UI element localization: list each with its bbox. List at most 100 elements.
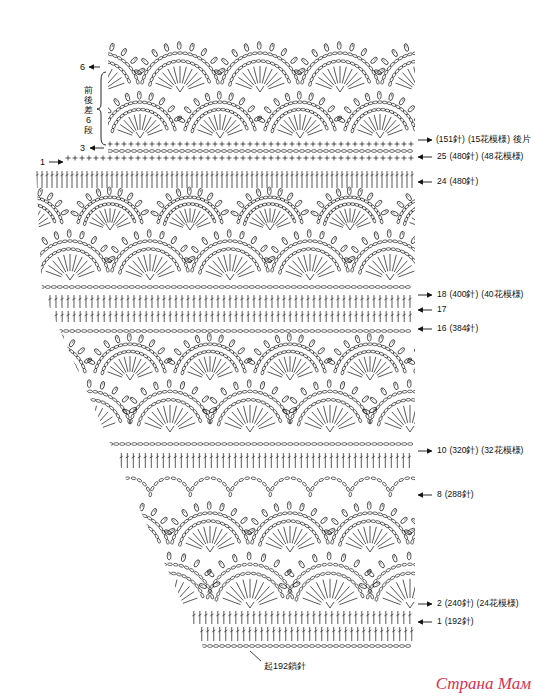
chain-stitch xyxy=(162,563,167,566)
chain-stitch xyxy=(246,443,251,446)
chain-stitch xyxy=(108,443,113,446)
double-crochet xyxy=(230,311,231,322)
chain-stitch xyxy=(217,421,221,426)
double-crochet xyxy=(290,311,291,322)
bobble-stitch xyxy=(218,560,226,569)
v-stitch xyxy=(406,426,414,432)
chain-stitch xyxy=(385,578,390,583)
double-crochet xyxy=(323,580,328,599)
chain-stitch xyxy=(413,390,418,393)
chain-stitch xyxy=(150,443,155,446)
bobble-stitch xyxy=(458,334,464,343)
double-crochet xyxy=(180,598,198,605)
bobble-stitch xyxy=(265,342,267,344)
bobble-stitch xyxy=(341,509,349,518)
chain-stitch xyxy=(145,578,150,583)
chain-stitch xyxy=(208,330,213,333)
bobble-stitch xyxy=(115,505,117,508)
bobble-stitch xyxy=(286,570,295,578)
chain-stitch xyxy=(426,577,431,582)
bobble-stitch xyxy=(237,347,245,355)
chain-stitch xyxy=(96,399,101,403)
double-crochet xyxy=(156,298,159,300)
bobble-stitch xyxy=(244,518,246,520)
double-crochet xyxy=(210,456,213,458)
double-crochet xyxy=(260,598,278,605)
bobble-stitch xyxy=(7,358,16,365)
chain-stitch xyxy=(173,390,178,393)
double-crochet xyxy=(430,367,443,376)
double-crochet xyxy=(376,362,387,374)
double-crochet xyxy=(224,630,227,632)
double-crochet xyxy=(296,630,299,632)
chain-stitch xyxy=(348,443,353,446)
chain-stitch xyxy=(429,568,434,573)
bobble-stitch xyxy=(422,382,424,385)
chain-stitch xyxy=(426,358,431,363)
v-stitch xyxy=(286,546,294,552)
double-crochet xyxy=(314,311,315,322)
bobble-stitch xyxy=(271,386,278,395)
double-crochet xyxy=(218,311,219,322)
chain-stitch xyxy=(438,588,443,593)
chain-stitch xyxy=(452,343,457,346)
chain-stitch xyxy=(473,352,478,357)
chain-stitch xyxy=(333,645,338,648)
double-crochet xyxy=(334,408,342,424)
chain-stitch xyxy=(352,514,357,518)
bobble-stitch xyxy=(91,517,100,525)
double-crochet xyxy=(133,453,134,468)
chain-stitch xyxy=(67,404,72,409)
chain-stitch xyxy=(174,443,179,446)
double-crochet xyxy=(204,614,207,616)
double-crochet xyxy=(246,614,249,616)
bobble-stitch xyxy=(436,336,438,339)
double-crochet xyxy=(156,456,159,458)
chain-stitch xyxy=(166,398,171,401)
v-stitch xyxy=(286,374,294,380)
bobble-stitch xyxy=(47,333,51,341)
bobble-stitch xyxy=(367,501,371,509)
chain-stitch xyxy=(240,443,245,446)
bobble-stitch xyxy=(397,347,405,355)
chain-stitch xyxy=(368,589,372,594)
chain-stitch xyxy=(178,541,182,546)
chain-stitch xyxy=(260,400,265,404)
v-stitch xyxy=(446,374,454,380)
double-crochet xyxy=(164,406,168,423)
chain-stitch xyxy=(136,574,141,579)
chain-stitch xyxy=(253,563,258,566)
double-crochet xyxy=(327,627,328,641)
chain-stitch xyxy=(363,343,368,346)
double-crochet xyxy=(236,630,239,632)
double-crochet xyxy=(402,456,405,458)
chain-stitch xyxy=(336,443,341,446)
bobble-stitch xyxy=(357,561,359,564)
chain-stitch xyxy=(405,645,410,648)
chain-stitch xyxy=(210,350,215,353)
chain-stitch xyxy=(357,645,362,648)
chain-stitch xyxy=(250,539,254,544)
chain-stitch xyxy=(229,492,232,497)
bobble-stitch xyxy=(371,398,373,400)
chain-stitch xyxy=(130,414,134,419)
chain-stitch xyxy=(366,443,371,446)
bobble-stitch xyxy=(140,387,148,396)
chain-stitch xyxy=(263,392,268,396)
chain-stitch xyxy=(382,514,387,518)
double-crochet xyxy=(308,311,309,322)
chain-stitch xyxy=(264,362,269,367)
double-crochet xyxy=(283,453,284,468)
chain-stitch xyxy=(379,586,384,591)
chain-stitch xyxy=(368,512,373,515)
double-crochet xyxy=(205,453,206,468)
bobble-stitch xyxy=(87,358,96,365)
chain-stitch xyxy=(183,392,188,396)
chain-stitch xyxy=(161,399,166,403)
chain-stitch xyxy=(432,514,437,518)
double-crochet xyxy=(120,298,123,300)
double-crochet xyxy=(298,538,312,548)
chain-stitch xyxy=(270,486,275,491)
chain-stitch xyxy=(349,355,354,360)
chain-stitch xyxy=(181,574,186,578)
